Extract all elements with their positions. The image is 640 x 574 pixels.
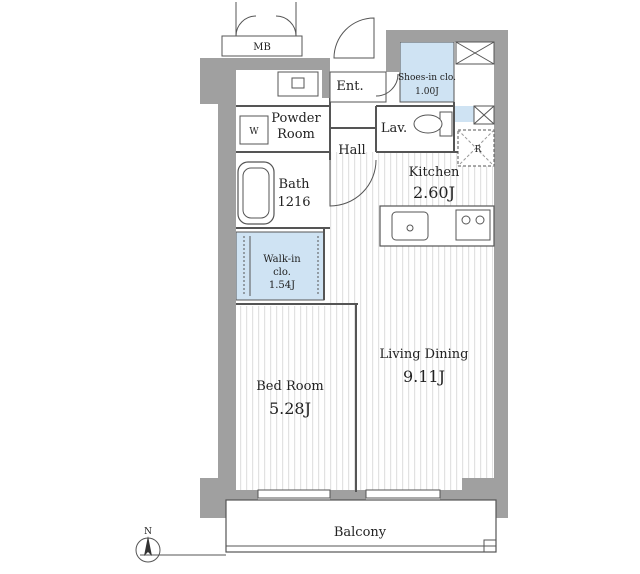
- fridge-cross-b: [457, 129, 495, 167]
- hall-door: [329, 159, 377, 207]
- kitchen-size: 2.60J: [413, 183, 455, 202]
- shoes-closet-size: 1.00J: [415, 87, 439, 97]
- bedroom-floor: [236, 306, 356, 492]
- north-arrow: N: [135, 527, 161, 563]
- walkin-size: 1.54J: [269, 280, 295, 291]
- top-bay-window: [221, 2, 303, 57]
- mb-label: MB: [253, 42, 271, 53]
- bedroom-label: Bed Room: [256, 379, 323, 394]
- lav-label: Lav.: [381, 121, 407, 136]
- burner-left: [461, 215, 471, 225]
- powder-label-line1: Powder: [271, 111, 321, 126]
- entrance-door: [333, 17, 375, 59]
- balcony-area: [225, 499, 497, 553]
- kitchen-sink: [391, 211, 429, 241]
- lav-door: [375, 73, 399, 97]
- kitchen-drain: [406, 224, 414, 232]
- kitchen-label: Kitchen: [409, 165, 460, 180]
- fridge-label: R: [475, 145, 482, 155]
- shoes-closet-label: Shoes-in clo.: [398, 73, 456, 83]
- hall-label: Hall: [338, 143, 365, 158]
- walkin-label-line1: Walk-in: [263, 254, 301, 265]
- balcony-drain: [483, 539, 497, 553]
- walkin-closet-fill: [235, 231, 325, 301]
- toilet-bowl: [413, 114, 443, 134]
- entrance-label: Ent.: [336, 79, 363, 94]
- burner-right: [475, 215, 485, 225]
- bedroom-size: 5.28J: [269, 399, 311, 418]
- shaft-top-cross-b: [455, 41, 495, 65]
- powder-label-line2: Room: [277, 127, 315, 142]
- outer-walls: [200, 30, 508, 518]
- washer-box: [239, 115, 269, 145]
- balcony-windows: [257, 489, 441, 499]
- entrance-floor: [329, 71, 387, 103]
- interior-walls: [236, 98, 494, 492]
- powder-sink: [277, 71, 319, 97]
- north-label: N: [144, 527, 152, 537]
- bath-size: 1216: [277, 195, 310, 210]
- bathtub-inner: [242, 167, 270, 219]
- sink-basin: [291, 77, 305, 89]
- washer-label: W: [249, 127, 259, 137]
- shaft-mid-cross-b: [473, 105, 495, 125]
- kitchen-stove: [455, 209, 491, 241]
- hall-niche-fill: [454, 106, 474, 122]
- bathtub: [237, 161, 275, 225]
- living-label: Living Dining: [380, 347, 469, 362]
- living-size: 9.11J: [403, 367, 445, 386]
- bath-label: Bath: [279, 177, 311, 192]
- walkin-label-line2: clo.: [273, 267, 291, 278]
- balcony-label: Balcony: [334, 525, 387, 540]
